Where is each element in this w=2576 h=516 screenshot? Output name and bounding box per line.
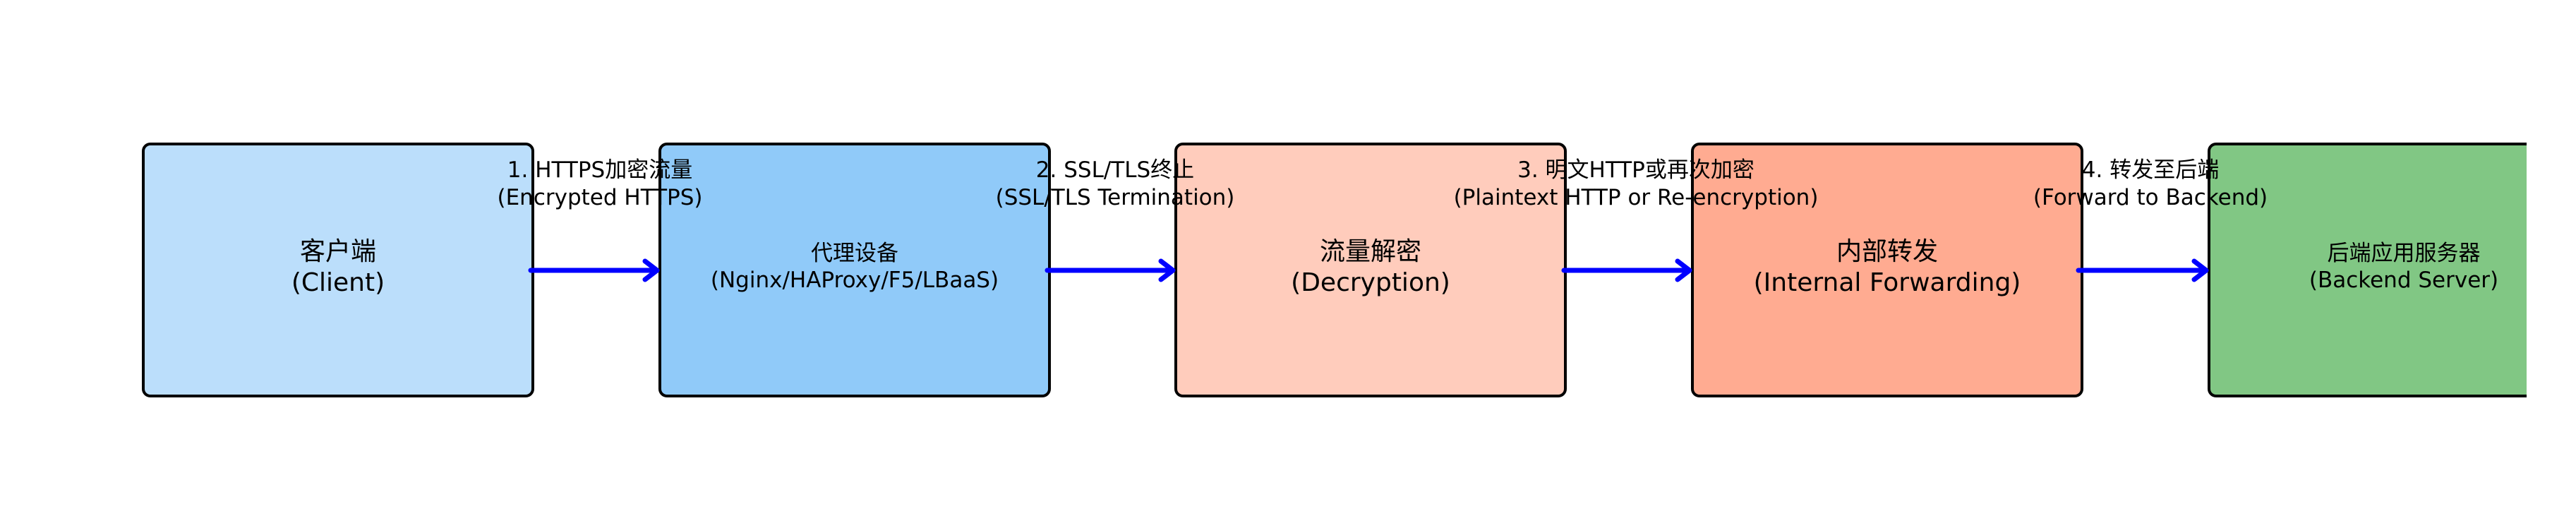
edge-label-4-zh: 4. 转发至后端 (2081, 157, 2220, 183)
edge-label-3-en: (Plaintext HTTP or Re-encryption) (1453, 184, 1819, 210)
node-client-subtitle: (Client) (291, 268, 385, 297)
edge-label-2-en: (SSL/TLS Termination) (995, 184, 1235, 210)
node-backend-server: 后端应用服务器 (Backend Server) (2208, 143, 2527, 397)
edge-label-1-zh: 1. HTTPS加密流量 (507, 157, 693, 183)
edge-label-4: 4. 转发至后端 (Forward to Backend) (2033, 157, 2268, 212)
arrow-1 (528, 258, 660, 282)
edge-label-3-zh: 3. 明文HTTP或再次加密 (1517, 157, 1755, 183)
node-client-title: 客户端 (299, 237, 376, 267)
edge-label-2-zh: 2. SSL/TLS终止 (1035, 157, 1195, 183)
edge-label-1-en: (Encrypted HTTPS) (497, 184, 703, 210)
edge-label-1: 1. HTTPS加密流量 (Encrypted HTTPS) (497, 157, 702, 212)
node-backend-server-subtitle: (Backend Server) (2309, 267, 2499, 293)
node-client: 客户端 (Client) (142, 143, 534, 397)
node-internal-forwarding-title: 内部转发 (1836, 237, 1938, 267)
node-decryption: 流量解密 (Decryption) (1174, 143, 1567, 397)
node-proxy-title: 代理设备 (811, 241, 898, 267)
edge-label-4-en: (Forward to Backend) (2033, 184, 2268, 210)
node-internal-forwarding-subtitle: (Internal Forwarding) (1753, 268, 2021, 297)
edge-label-2: 2. SSL/TLS终止 (SSL/TLS Termination) (996, 157, 1235, 212)
edge-label-3: 3. 明文HTTP或再次加密 (Plaintext HTTP or Re-enc… (1454, 157, 1819, 212)
arrow-2 (1045, 258, 1176, 282)
node-proxy: 代理设备 (Nginx/HAProxy/F5/LBaaS) (658, 143, 1051, 397)
node-proxy-subtitle: (Nginx/HAProxy/F5/LBaaS) (710, 267, 999, 293)
node-decryption-title: 流量解密 (1319, 237, 1421, 267)
node-decryption-subtitle: (Decryption) (1291, 268, 1450, 297)
arrow-3 (1561, 258, 1692, 282)
arrow-4 (2076, 258, 2209, 282)
node-backend-server-title: 后端应用服务器 (2327, 241, 2481, 267)
